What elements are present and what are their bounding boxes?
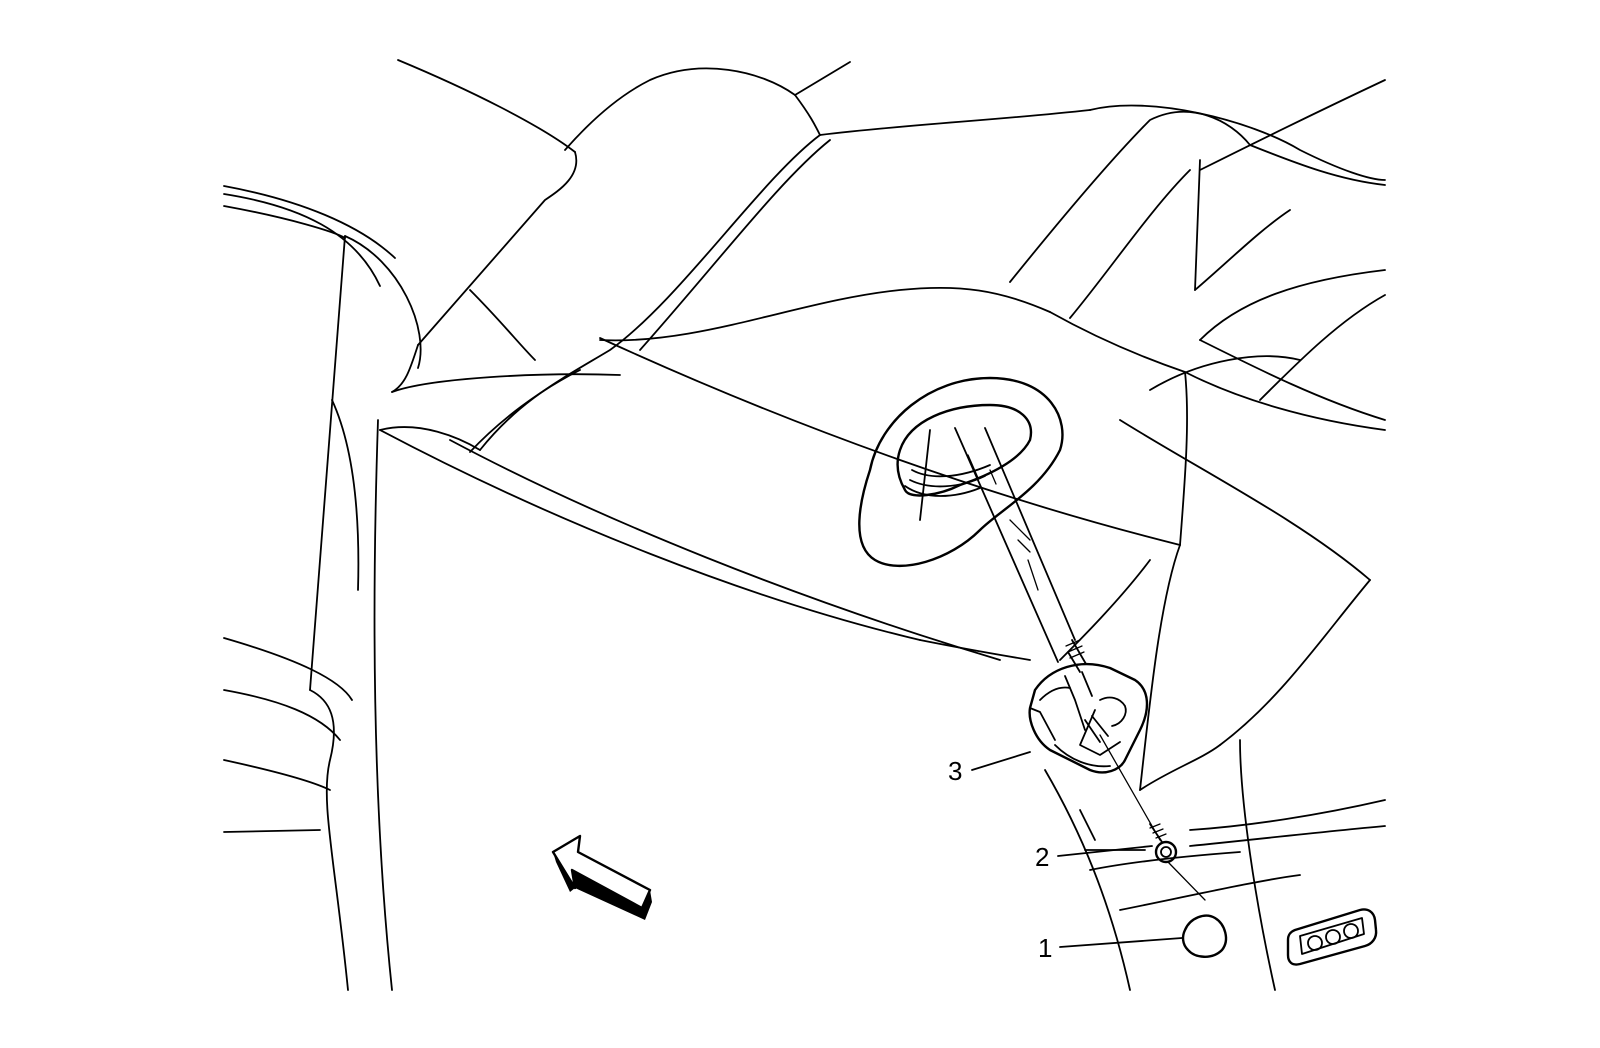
callout-2: 2: [1035, 842, 1153, 872]
callout-1-label: 1: [1038, 933, 1052, 963]
belt-webbing-guide-lines: [954, 427, 1206, 901]
callout-1: 1: [1038, 933, 1183, 963]
three-button-switch-icon: [1286, 908, 1378, 966]
cover-cap: [1181, 914, 1228, 958]
callout-3: 3: [948, 751, 1031, 786]
bolt: [1149, 823, 1178, 864]
view-direction-arrow-icon: [551, 834, 652, 920]
belt-guide-retainer: [1028, 639, 1149, 774]
vehicle-interior-outline: [223, 59, 1386, 991]
callout-3-label: 3: [948, 756, 962, 786]
callout-2-label: 2: [1035, 842, 1049, 872]
seat-belt-opening: [858, 376, 1064, 568]
